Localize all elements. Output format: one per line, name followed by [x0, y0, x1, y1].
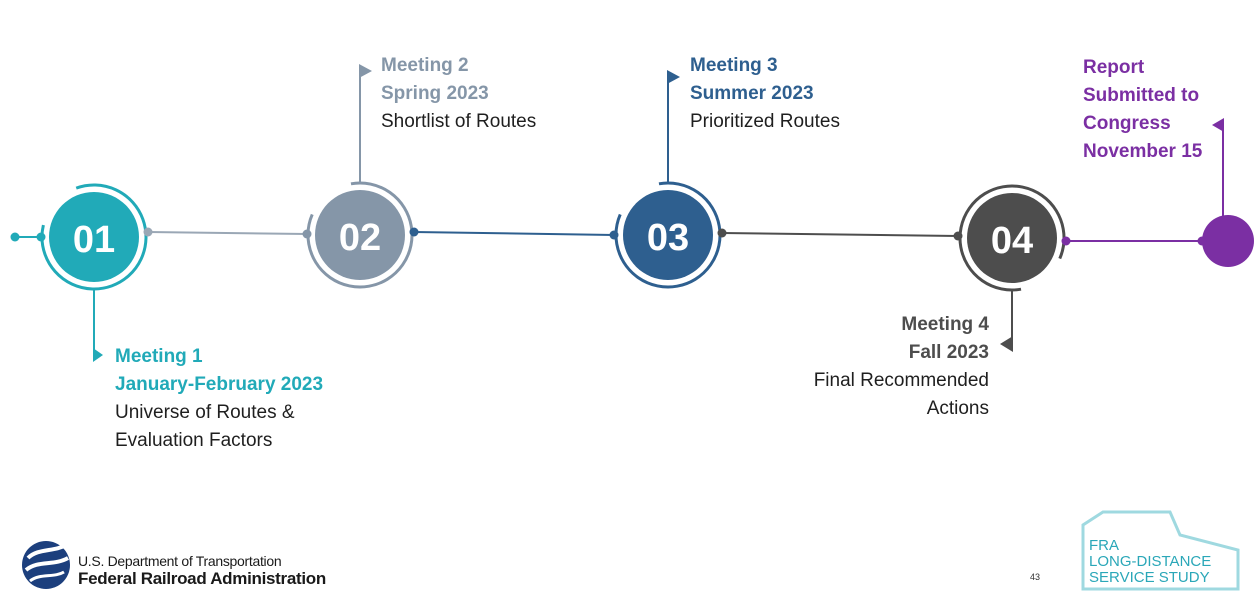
milestone-01-dot-start — [10, 232, 20, 242]
milestone-03-desc-line1: Prioritized Routes — [690, 111, 840, 132]
milestone-01-title-line1: Meeting 1 — [115, 346, 203, 367]
final-pointer-arrow — [1212, 118, 1224, 132]
dot-logo-swoosh-1 — [26, 543, 68, 560]
connector-03-04 — [721, 232, 959, 237]
final-title-line2: Submitted to — [1083, 85, 1200, 106]
dot-logo — [22, 541, 70, 589]
milestone-04-desc-line1: Final Recommended — [813, 370, 989, 391]
milestone-03-circle — [623, 190, 713, 280]
timeline-connectors — [14, 231, 1202, 242]
milestone-02-pointer-arrow — [359, 64, 372, 78]
milestone-01-title-line2: January-February 2023 — [115, 374, 324, 395]
milestone-04-pointer-arrow — [1000, 336, 1013, 352]
milestone-02-dot-right — [409, 227, 419, 237]
milestone-01-circle — [49, 192, 139, 282]
fra-logo-outline — [1081, 510, 1240, 591]
milestone-04-dot-left — [953, 231, 963, 241]
milestone-02-desc-line1: Shortlist of Routes — [381, 111, 537, 132]
milestone-04: 04 — [953, 184, 1071, 352]
milestone-03-dot-right — [717, 228, 727, 238]
connector-01-02 — [147, 231, 308, 235]
dot-logo-swoosh-2 — [24, 556, 69, 572]
milestone-02-ring — [306, 181, 414, 289]
footer-org-line2: Federal Railroad Administration — [78, 569, 326, 588]
fra-study-text: FRA LONG-DISTANCE SERVICE STUDY — [1089, 538, 1211, 586]
fra-study-line2: LONG-DISTANCE — [1089, 553, 1212, 570]
milestone-03: 03 — [609, 70, 727, 289]
milestone-02-circle — [315, 190, 405, 280]
milestone-01: 01 — [10, 183, 153, 362]
final-title-line4: November 15 — [1083, 141, 1203, 162]
milestone-04-desc-line2: Actions — [926, 398, 989, 419]
milestone-03-number: 03 — [647, 217, 689, 259]
final-title-line1: Report — [1083, 57, 1145, 78]
fra-study-line1: FRA — [1089, 537, 1119, 554]
milestone-01-pointer-line — [93, 289, 97, 356]
fra-study-line3: SERVICE STUDY — [1089, 569, 1210, 586]
footer-org-line1: U.S. Department of Transportation — [78, 553, 282, 569]
milestone-02-label: Meeting 2 Spring 2023 Shortlist of Route… — [381, 52, 536, 136]
connector-02-03 — [413, 231, 615, 236]
fra-study-logo — [1081, 510, 1240, 591]
milestone-02-number: 02 — [339, 217, 381, 259]
milestone-01-label: Meeting 1 January-February 2023 Universe… — [115, 343, 323, 455]
milestone-04-label: Meeting 4 Fall 2023 Final Recommended Ac… — [814, 311, 989, 423]
milestone-01-number: 01 — [73, 219, 115, 261]
page-number: 43 — [1030, 572, 1041, 582]
milestone-01-pointer-arrow — [93, 348, 103, 362]
milestone-02: 02 — [302, 64, 419, 289]
final-circle — [1202, 215, 1254, 267]
final-dot-left — [1197, 236, 1207, 246]
final-title-line3: Congress — [1083, 113, 1171, 134]
milestone-01-dot-right — [143, 227, 153, 237]
milestone-03-title-line1: Meeting 3 — [690, 55, 778, 76]
milestone-03-pointer-arrow — [667, 70, 680, 84]
milestone-03-label: Meeting 3 Summer 2023 Prioritized Routes — [690, 52, 840, 136]
milestone-04-title-line1: Meeting 4 — [901, 314, 989, 335]
milestone-04-title-line2: Fall 2023 — [908, 342, 989, 363]
footer-org-name: U.S. Department of Transportation Federa… — [78, 552, 326, 588]
milestone-03-title-line2: Summer 2023 — [690, 83, 814, 104]
milestone-01-desc-line1: Universe of Routes & — [115, 402, 295, 423]
milestone-final — [1197, 118, 1254, 267]
milestone-04-number: 04 — [991, 220, 1033, 262]
dot-logo-swoosh-3 — [29, 570, 65, 583]
milestone-03-dot-left — [609, 230, 619, 240]
final-label: Report Submitted to Congress November 15 — [1083, 54, 1202, 166]
milestone-01-dot-left — [36, 232, 46, 242]
milestone-01-desc-line2: Evaluation Factors — [115, 430, 273, 451]
milestone-01-ring — [40, 183, 148, 291]
milestone-04-dot-right — [1061, 236, 1071, 246]
milestone-02-title-line1: Meeting 2 — [381, 55, 469, 76]
milestone-02-title-line2: Spring 2023 — [381, 83, 489, 104]
milestone-02-dot-left — [302, 229, 312, 239]
milestone-04-circle — [967, 193, 1057, 283]
